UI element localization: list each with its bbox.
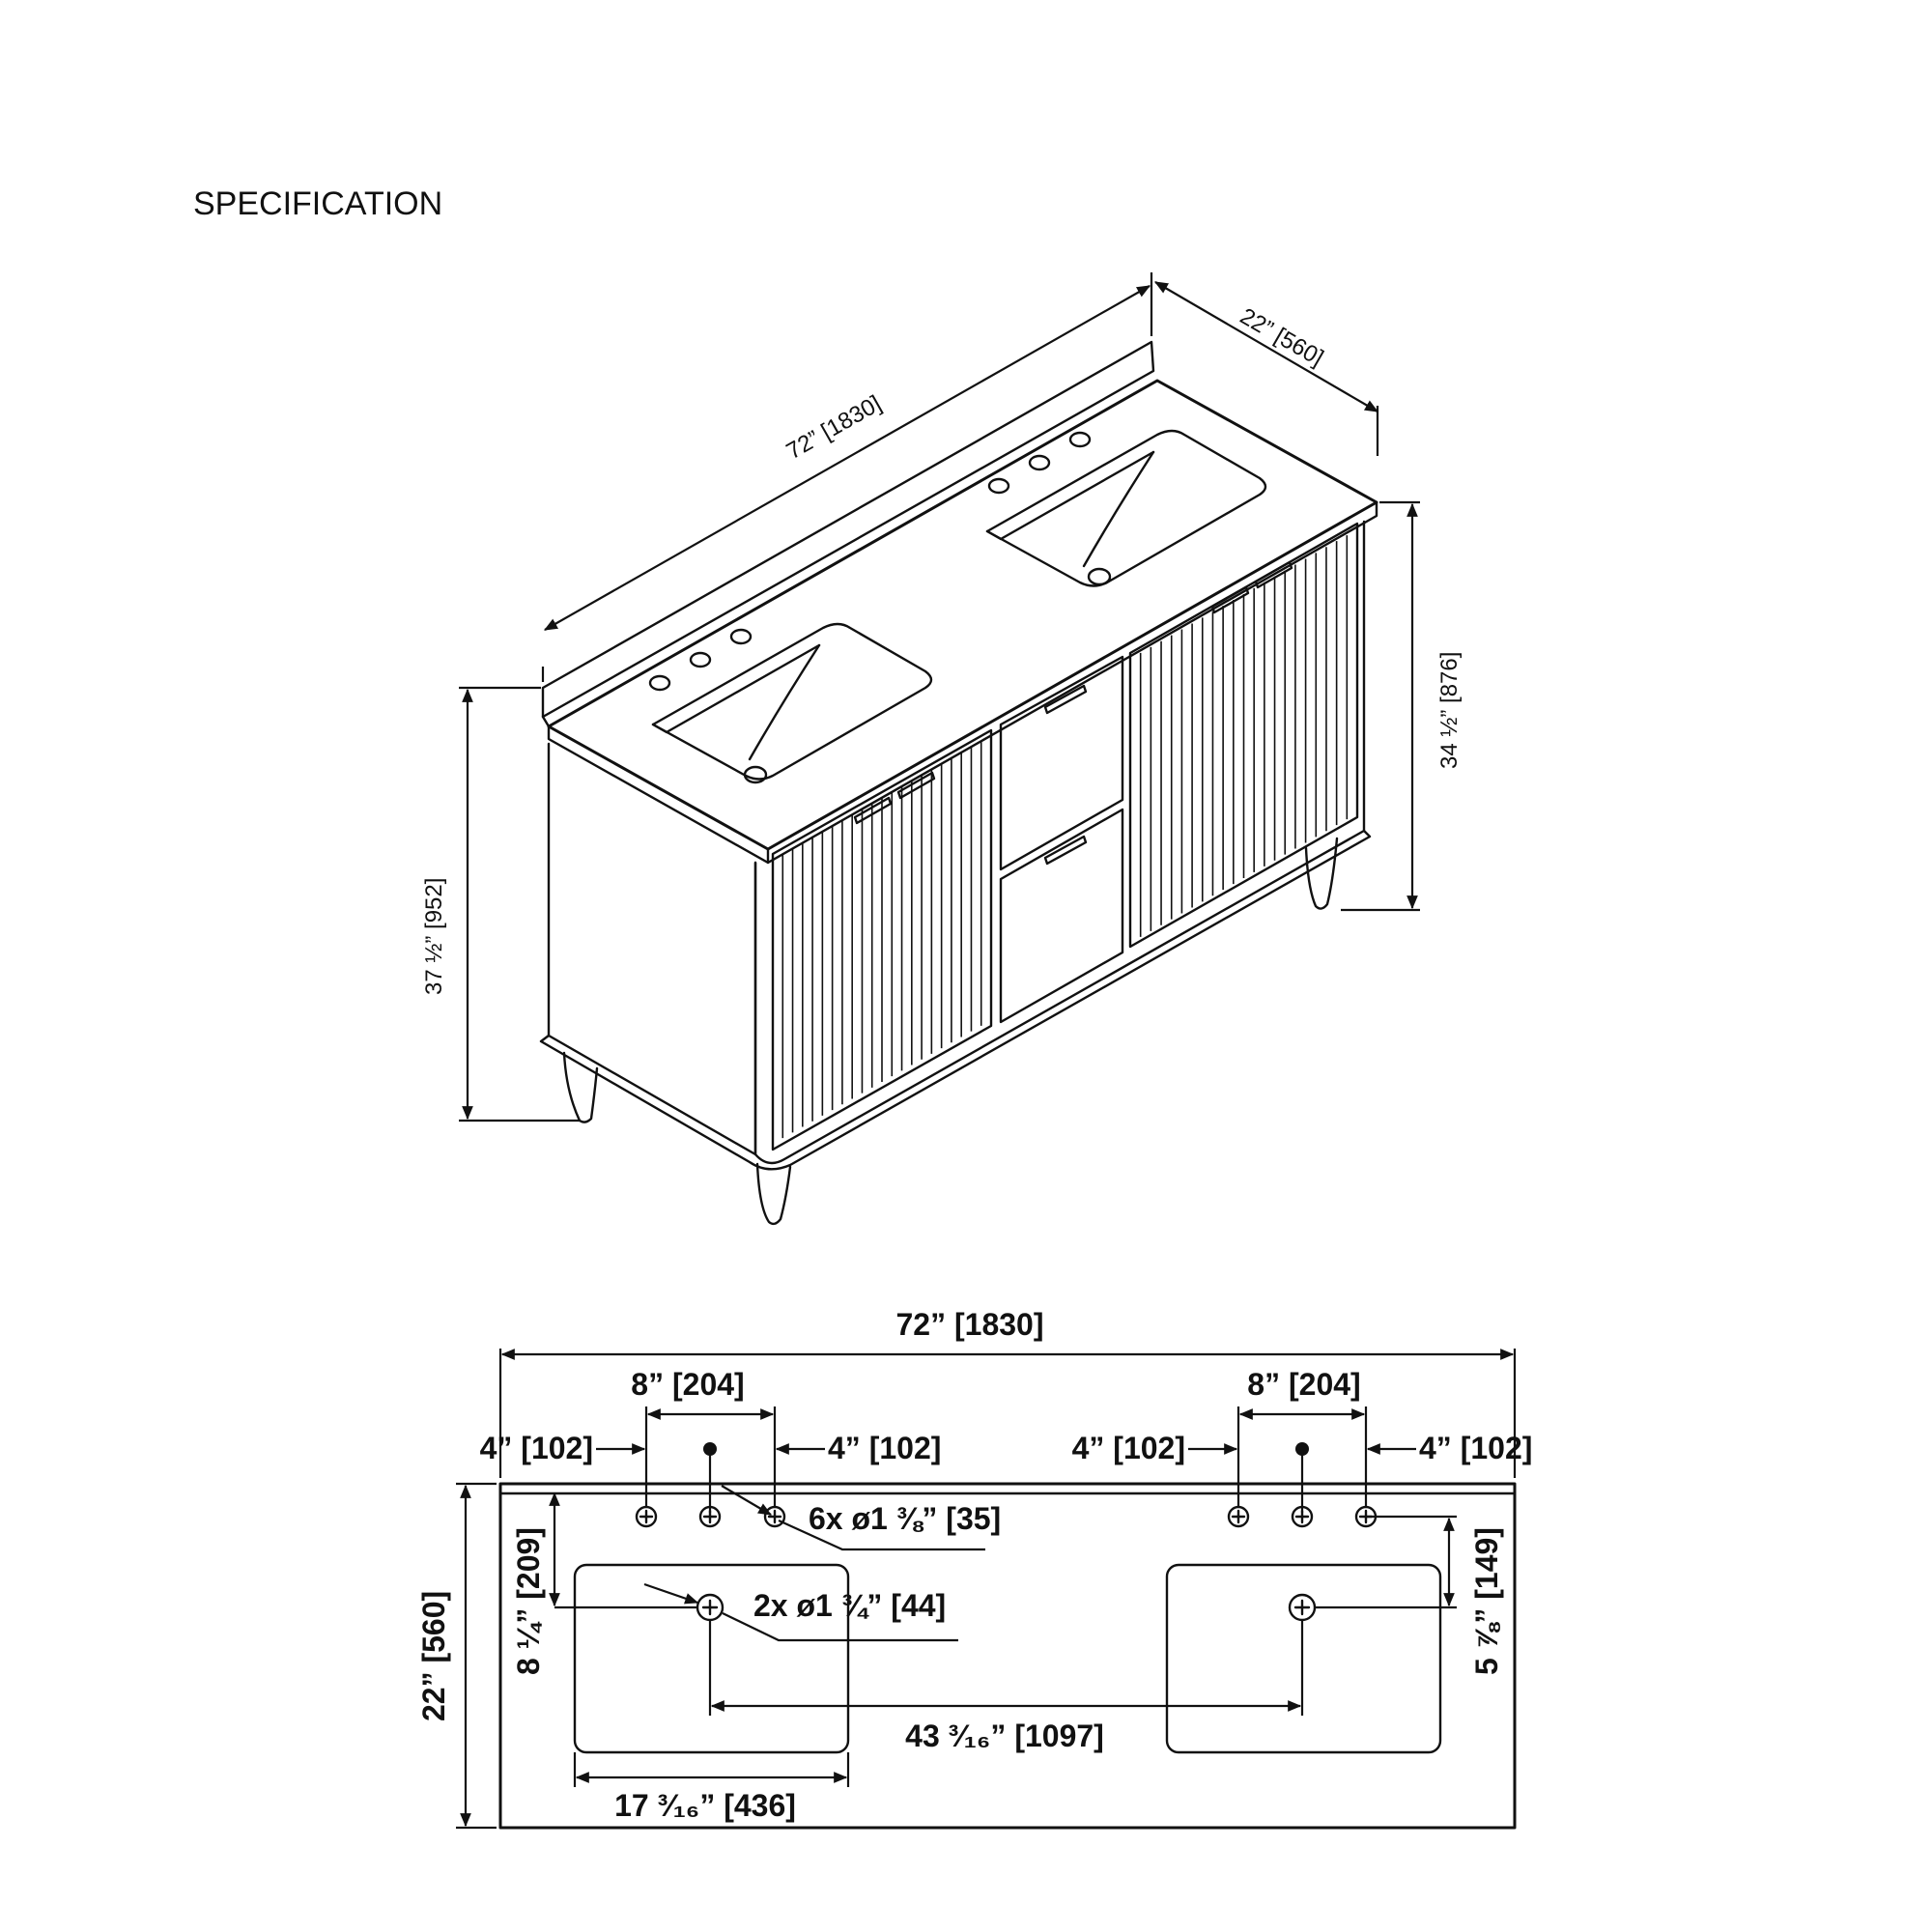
cabinet-side <box>547 742 757 1156</box>
fluted-door-left <box>781 741 982 1139</box>
plan-drain-left <box>696 1593 724 1622</box>
plan-drain-center-label: 43 ³⁄₁₆” [1097] <box>905 1719 1104 1753</box>
plan-depth-label: 22” [560] <box>416 1591 451 1721</box>
plan-faucet-holes-label: 6x ø1 ⅜” [35] <box>809 1501 1001 1536</box>
plan-offset-1: 4” [102] <box>480 1431 593 1465</box>
plan-right-sink <box>1165 1563 1442 1754</box>
plan-left-sink <box>573 1563 850 1754</box>
iso-width-label: 72” [1830] <box>782 390 886 465</box>
iso-total-height-label: 37 ½” [952] <box>421 878 447 995</box>
faucet-hole-icon <box>698 1505 722 1528</box>
faucet-hole-icon <box>635 1505 658 1528</box>
leg-right <box>1304 837 1339 910</box>
plan-faucet-spread-left: 8” [204] <box>631 1367 744 1402</box>
plan-drain-holes-label: 2x ø1 ¾” [44] <box>753 1588 946 1623</box>
faucet-hole-icon <box>1227 1505 1250 1528</box>
fluted-door-right <box>1139 535 1349 937</box>
plan-left-hole-depth-label: 8 ¼” [209] <box>511 1527 546 1675</box>
plan-drain-right <box>1288 1593 1317 1622</box>
iso-counter-height-label: 34 ½” [876] <box>1436 652 1463 769</box>
backsplash <box>541 340 1155 719</box>
plan-offset-3: 4” [102] <box>1072 1431 1185 1465</box>
faucet-hole-icon <box>763 1505 786 1528</box>
plan-overall-width-label: 72” [1830] <box>896 1307 1044 1342</box>
plan-faucet-spread-right: 8” [204] <box>1247 1367 1360 1402</box>
faucet-hole-icon <box>729 628 753 645</box>
faucet-hole-icon <box>1291 1505 1314 1528</box>
left-drain <box>743 765 768 784</box>
leg-left-rear <box>562 1051 599 1123</box>
faucet-hole-icon <box>1068 431 1092 448</box>
cabinet-front <box>753 520 1366 1165</box>
faucet-hole-icon <box>648 674 671 692</box>
plan-offset-4: 4” [102] <box>1419 1431 1532 1465</box>
faucet-hole-icon <box>1028 454 1051 471</box>
right-drain <box>1087 567 1112 586</box>
plan-right-hole-depth-label: 5 ⅞” [149] <box>1469 1527 1504 1675</box>
plan-view: 72” [1830] 8” [204] 4” [102] 4” [102] 8”… <box>416 1307 1532 1830</box>
page-title: SPECIFICATION <box>193 185 442 222</box>
leg-front <box>755 1162 792 1226</box>
faucet-hole-icon <box>987 477 1010 495</box>
drawer-lower <box>999 808 1124 1024</box>
plan-faucet-holes <box>635 1505 1378 1528</box>
faucet-hole-icon <box>689 651 712 668</box>
isometric-view: 72” [1830] 22” [560] 37 ½” [952] 34 ½” [… <box>421 272 1463 1226</box>
left-sink <box>651 622 933 781</box>
drawer-upper <box>999 655 1124 871</box>
plan-countertop <box>498 1482 1517 1830</box>
plan-sink-width-label: 17 ³⁄₁₆” [436] <box>614 1788 796 1823</box>
plan-offset-2: 4” [102] <box>828 1431 941 1465</box>
